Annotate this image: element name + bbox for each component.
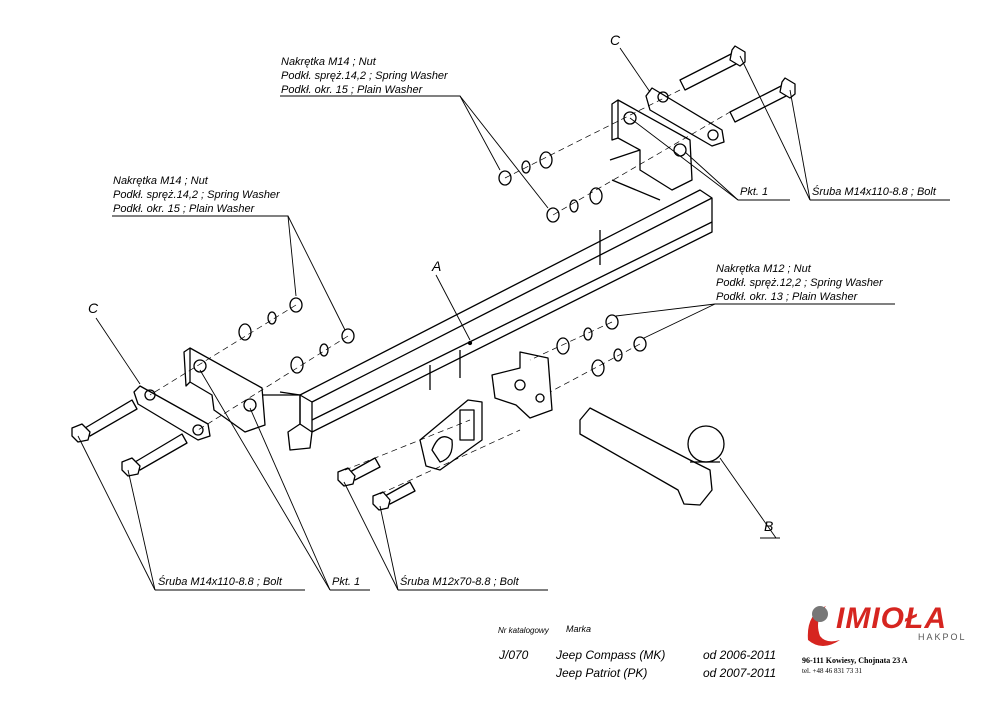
label-plain-washer-left: Podkł. okr. 15 ; Plain Washer bbox=[113, 203, 255, 215]
catalog-marka-label: Marka bbox=[566, 624, 592, 634]
brand-sub: HAKPOL bbox=[918, 632, 967, 642]
label-plain-washer-top: Podkł. okr. 15 ; Plain Washer bbox=[281, 84, 423, 96]
label-bolt-left: Śruba M14x110-8.8 ; Bolt bbox=[158, 576, 282, 588]
label-bolt-bottom: Śruba M12x70-8.8 ; Bolt bbox=[400, 576, 519, 588]
label-spring-washer-left: Podkł. spręż.14,2 ; Spring Washer bbox=[113, 189, 280, 201]
label-pkt-left: Pkt. 1 bbox=[332, 576, 361, 588]
ball-hitch-b bbox=[579, 407, 725, 506]
catalog-years-1: od 2006-2011 bbox=[703, 648, 777, 662]
catalog-number: J/070 bbox=[499, 648, 529, 662]
brand-address: 96-111 Kowiesy, Chojnata 23 A bbox=[802, 656, 908, 665]
leader-lines bbox=[77, 47, 950, 591]
letter-c-left: C bbox=[88, 300, 99, 316]
washers-right bbox=[556, 314, 647, 377]
label-nut-top-1: Nakrętka M14 ; Nut bbox=[281, 56, 376, 68]
catalog-nr-label: Nr katalogowy bbox=[498, 626, 549, 635]
crossbar-a bbox=[279, 189, 713, 451]
plate-c-left bbox=[133, 385, 211, 441]
label-nut-right-1: Nakrętka M12 ; Nut bbox=[716, 263, 811, 275]
catalog-model-1: Jeep Compass (MK) bbox=[556, 648, 666, 662]
bolts-left bbox=[71, 399, 188, 477]
ball-mount-bracket bbox=[491, 351, 553, 419]
alignment-lines bbox=[149, 89, 731, 495]
washers-left bbox=[238, 297, 355, 374]
brand-logo: IMIOŁA bbox=[836, 602, 947, 635]
label-nut-left-1: Nakrętka M14 ; Nut bbox=[113, 175, 208, 187]
plate-c-top bbox=[645, 87, 725, 147]
bolts-top-right bbox=[679, 45, 796, 123]
bracket-left bbox=[183, 347, 300, 433]
label-spring-washer-right: Podkł. spręż.12,2 ; Spring Washer bbox=[716, 277, 883, 289]
socket-plate bbox=[419, 399, 483, 471]
washers-top bbox=[498, 151, 603, 223]
catalog-model-2: Jeep Patriot (PK) bbox=[556, 666, 648, 680]
catalog-years-2: od 2007-2011 bbox=[703, 666, 777, 680]
bolts-bottom-m12 bbox=[337, 457, 416, 511]
letter-b: B bbox=[764, 518, 774, 534]
brand-phone: tel. +48 46 831 73 31 bbox=[802, 667, 862, 675]
logo-swoosh bbox=[807, 606, 840, 646]
label-spring-washer-top: Podkł. spręż.14,2 ; Spring Washer bbox=[281, 70, 448, 82]
letter-c-top: C bbox=[610, 32, 621, 48]
letter-a: A bbox=[432, 258, 442, 274]
label-pkt-right: Pkt. 1 bbox=[740, 186, 769, 198]
label-bolt-right: Śruba M14x110-8.8 ; Bolt bbox=[812, 186, 936, 198]
label-plain-washer-right: Podkł. okr. 13 ; Plain Washer bbox=[716, 291, 858, 303]
